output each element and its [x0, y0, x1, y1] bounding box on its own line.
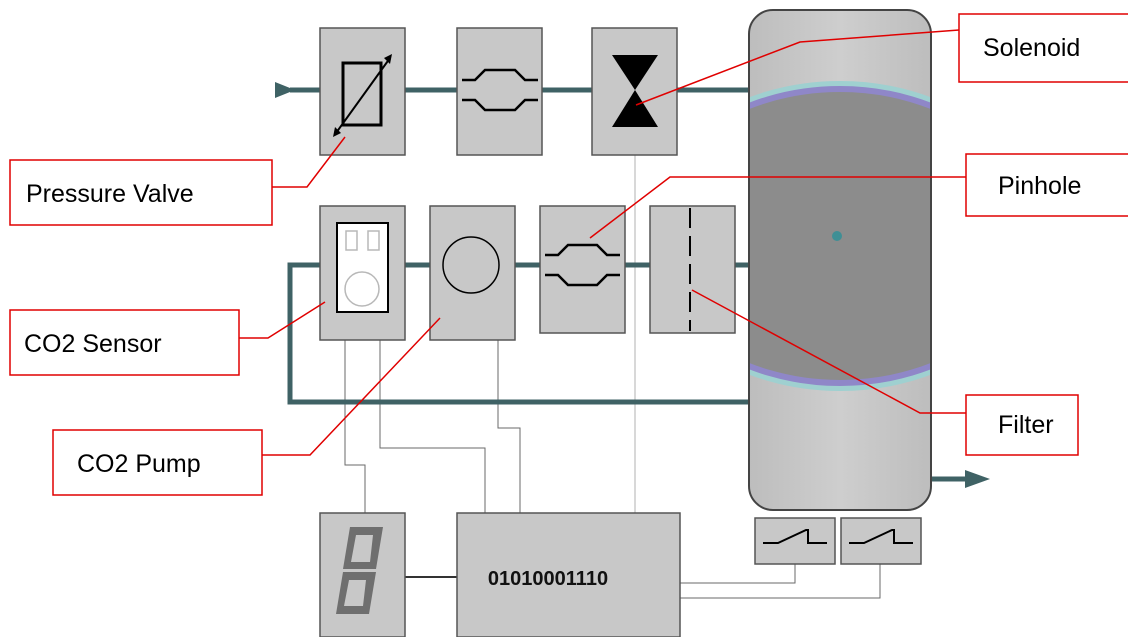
- callout-solenoid: Solenoid: [958, 13, 1128, 83]
- seven-segment-display: [319, 512, 406, 637]
- relay-switch-2: [840, 517, 922, 565]
- restrictor-top: [456, 27, 543, 156]
- pressure-valve: [319, 27, 406, 156]
- relay-switch-1: [754, 517, 836, 565]
- callout-filter: Filter: [965, 394, 1079, 456]
- callout-co2-pump: CO2 Pump: [52, 429, 263, 496]
- filter-label: Filter: [998, 411, 1054, 439]
- signal-wires: [344, 155, 881, 599]
- callout-pinhole: Pinhole: [965, 153, 1128, 217]
- callout-pressure-valve: Pressure Valve: [9, 159, 273, 226]
- co2-sensor-label: CO2 Sensor: [24, 330, 162, 358]
- pressure-valve-label: Pressure Valve: [26, 180, 194, 208]
- solenoid-valve: [591, 27, 678, 156]
- callout-co2-sensor: CO2 Sensor: [9, 309, 240, 376]
- controller-unit: 01010001110: [456, 512, 681, 637]
- chamber: [748, 9, 932, 511]
- co2-sensor: [319, 205, 406, 341]
- filter: [649, 205, 736, 334]
- solenoid-label: Solenoid: [983, 34, 1080, 62]
- pinhole-label: Pinhole: [998, 172, 1081, 200]
- pinhole-restrictor: [539, 205, 626, 334]
- callout-lines: [239, 29, 966, 456]
- co2-pump: [429, 205, 516, 341]
- pinhole-dot: [832, 231, 842, 241]
- controller-code: 01010001110: [488, 568, 608, 590]
- co2-pump-label: CO2 Pump: [77, 450, 201, 478]
